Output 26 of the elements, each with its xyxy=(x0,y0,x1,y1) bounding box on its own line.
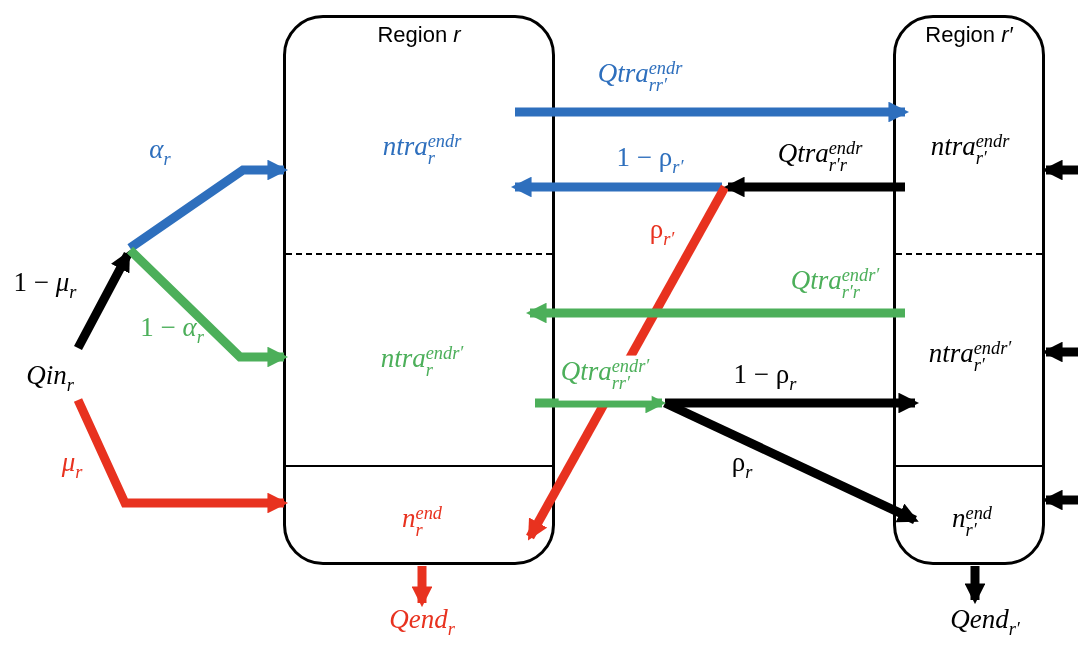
arrow xyxy=(510,176,722,198)
edge-label: α$_{r}$ xyxy=(149,134,171,170)
arrow xyxy=(73,398,289,514)
arrow xyxy=(411,566,433,608)
flow-label: Qin$_{r}$ xyxy=(26,360,74,396)
edge-label: 1 − α$_{r}$ xyxy=(140,312,204,348)
edge-label: μ$_{r}$ xyxy=(61,447,83,483)
edge-label: ρ$_{r}$ xyxy=(731,447,753,483)
edge-label: ρ$_{r′}$ xyxy=(649,214,675,250)
arrow xyxy=(127,159,289,252)
edge-label: 1 − ρ$_{r}$ xyxy=(733,359,797,395)
region-box xyxy=(283,15,555,565)
arrow xyxy=(665,392,920,414)
arrow xyxy=(126,246,289,368)
region-box xyxy=(893,15,1045,565)
arrow xyxy=(723,176,905,198)
flow-label: Qend$_{r}$ xyxy=(389,604,455,640)
arrow xyxy=(525,302,905,324)
flow-label: Qend$_{r′}$ xyxy=(950,604,1020,640)
arrow xyxy=(515,101,910,123)
edge-label: 1 − μ$_{r}$ xyxy=(13,267,77,303)
region-title: Region r′ xyxy=(924,22,1014,48)
arrow xyxy=(74,250,132,351)
arrow xyxy=(964,566,986,605)
edge-label: 1 − ρ$_{r′}$ xyxy=(616,142,684,178)
region-title: Region r xyxy=(376,22,463,48)
